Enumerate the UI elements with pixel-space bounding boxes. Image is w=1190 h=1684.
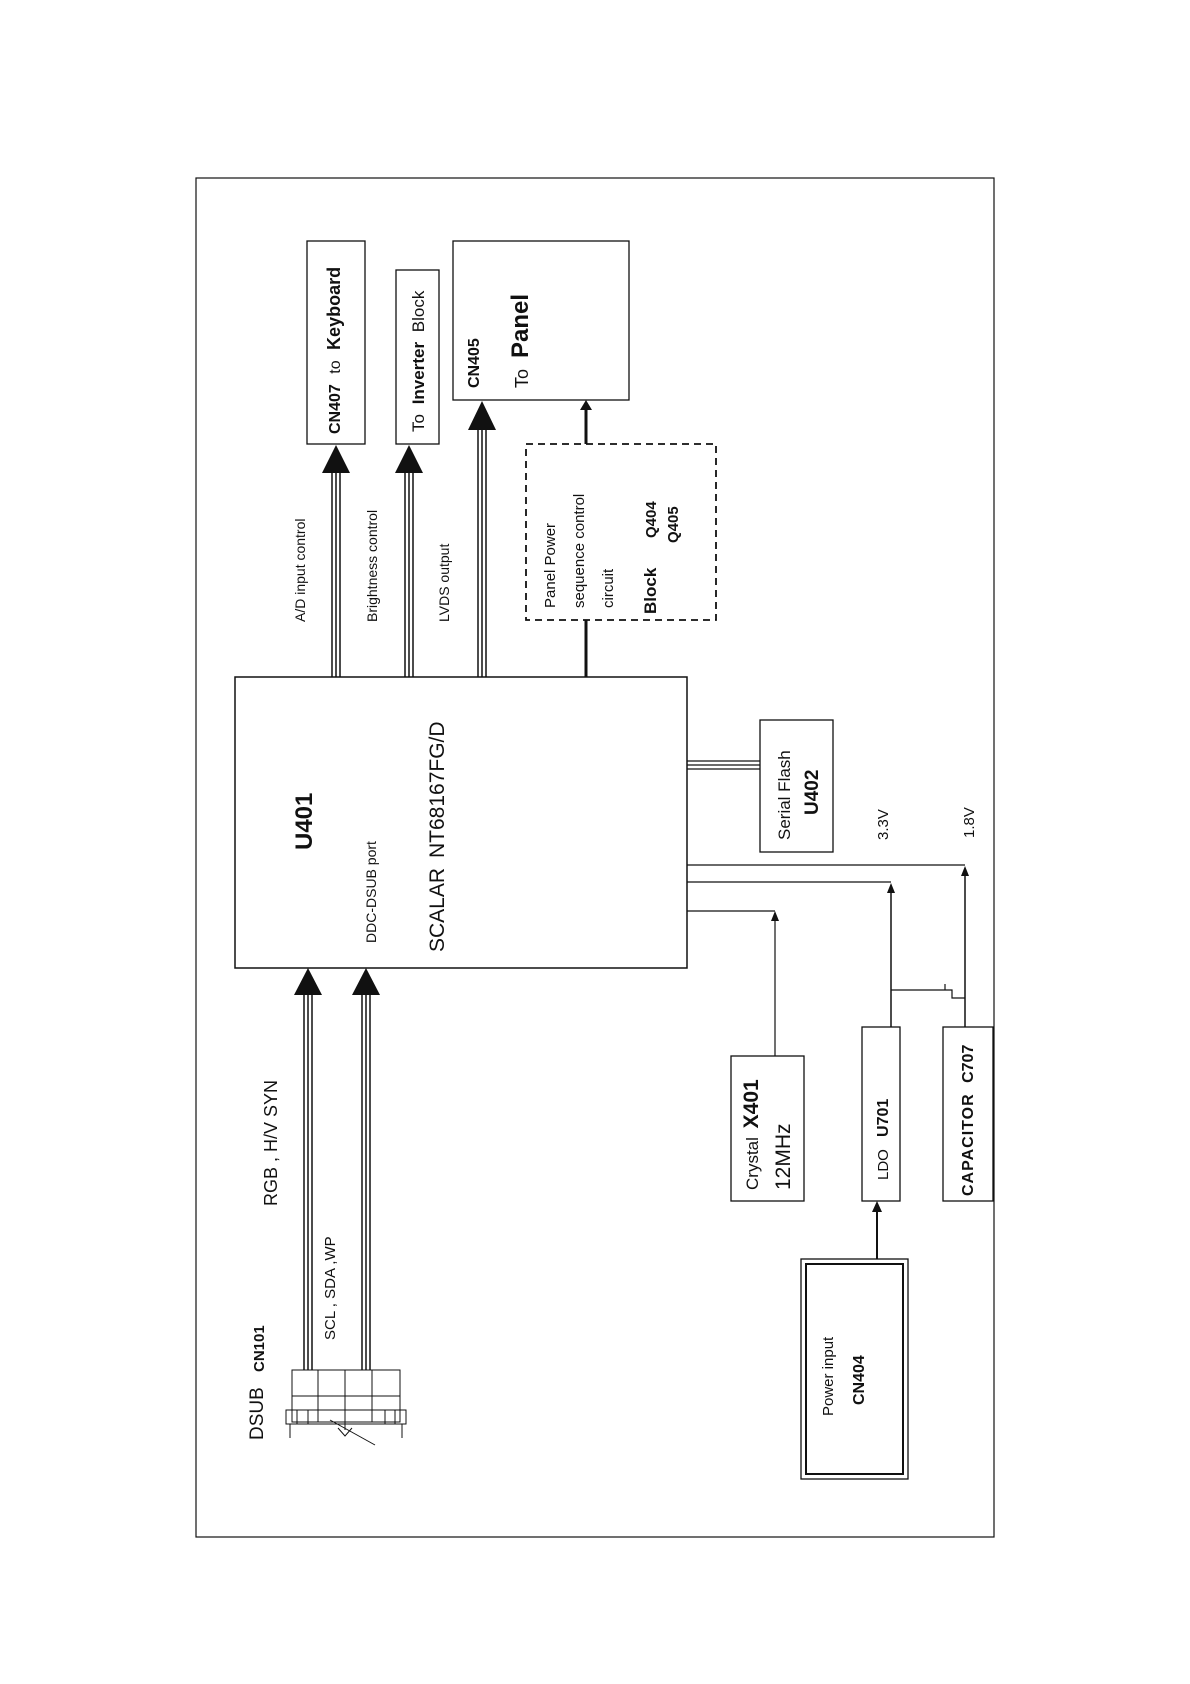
- power-seq-line2: sequence control: [571, 494, 588, 608]
- u401-ref: U401: [291, 793, 318, 850]
- crystal-ref: X401: [740, 1079, 763, 1128]
- dsub-ref: CN101: [251, 1325, 268, 1372]
- panel-to: To: [512, 369, 532, 388]
- panel-signal: LVDS output: [436, 544, 452, 622]
- link-inverter: [404, 470, 414, 677]
- ldo-box: LDO U701: [861, 1026, 901, 1202]
- crystal-freq: 12MHz: [772, 1123, 795, 1190]
- link-flash: [687, 760, 760, 770]
- inverter-signal: Brightness control: [364, 510, 380, 622]
- capacitor-label: CAPACITOR C707: [960, 1045, 977, 1196]
- panel-name: Panel: [507, 294, 534, 358]
- power-seq-block: Block: [641, 567, 660, 614]
- dsub-signal-ddc: SCL , SDA ,WP: [322, 1236, 339, 1340]
- power-input-ref: CN404: [851, 1355, 868, 1405]
- arrow-3v3: [887, 883, 895, 893]
- link-ldo-cap: [891, 984, 965, 999]
- arrow-keyboard: [322, 445, 350, 473]
- ldo-ref: U701: [875, 1099, 892, 1137]
- arrow-crystal: [771, 911, 779, 921]
- link-ddc: [361, 993, 371, 1370]
- power-seq-box: Panel Power sequence control circuit Blo…: [525, 443, 717, 621]
- capacitor-name: CAPACITOR: [960, 1093, 977, 1196]
- inverter-name: Inverter: [409, 342, 428, 405]
- ldo-name: LDO: [875, 1149, 892, 1180]
- flash-box: Serial Flash U402: [759, 719, 834, 853]
- crystal-name: Crystal: [743, 1137, 762, 1190]
- arrow-rgb: [294, 968, 322, 995]
- link-keyboard: [331, 470, 341, 677]
- dsub-connector: [285, 1369, 407, 1446]
- power-seq-line1: Panel Power: [542, 523, 559, 608]
- inverter-to: To: [409, 414, 428, 432]
- power-input-name: Power input: [820, 1336, 837, 1416]
- keyboard-label: CN407 to Keyboard: [324, 267, 344, 434]
- link-panel: [477, 428, 487, 677]
- power-seq-line3: circuit: [600, 568, 617, 608]
- rail-1v8: 1.8V: [961, 807, 978, 838]
- crystal-label: Crystal X401: [740, 1079, 763, 1190]
- keyboard-signal: A/D input control: [292, 519, 308, 623]
- panel-box: CN405 To Panel: [452, 240, 630, 401]
- panel-ref: CN405: [466, 338, 483, 388]
- arrow-1v8: [961, 866, 969, 876]
- dsub-signal-rgb: RGB , H/V SYN: [261, 1080, 281, 1206]
- u401-block: U401 DDC-DSUB port SCALAR NT68167FG/D: [234, 676, 688, 969]
- ldo-label: LDO U701: [875, 1099, 892, 1180]
- rail-3v3: 3.3V: [875, 809, 892, 840]
- keyboard-to: to: [327, 360, 344, 373]
- arrow-inverter: [395, 445, 423, 473]
- capacitor-box: CAPACITOR C707: [942, 1026, 994, 1202]
- keyboard-box: CN407 to Keyboard: [306, 240, 366, 445]
- link-rgb: [303, 993, 313, 1370]
- flash-name: Serial Flash: [775, 750, 794, 840]
- outer-frame: [195, 177, 995, 1538]
- dsub-name: DSUB: [247, 1387, 268, 1440]
- crystal-box: Crystal X401 12MHz: [730, 1055, 805, 1202]
- inverter-box: To Inverter Block: [395, 269, 440, 445]
- power-seq-q2: Q405: [665, 506, 682, 543]
- keyboard-name: Keyboard: [324, 267, 344, 350]
- inverter-suffix: Block: [409, 290, 428, 332]
- flash-ref: U402: [802, 770, 823, 815]
- arrow-powerseq: [580, 400, 592, 410]
- arrow-power-ldo: [872, 1201, 882, 1212]
- u401-scalar: SCALAR: [426, 868, 449, 952]
- u401-part: NT68167FG/D: [426, 721, 449, 858]
- capacitor-ref: C707: [960, 1045, 977, 1083]
- arrow-ddc: [352, 968, 380, 995]
- power-input-box: Power input CN404: [800, 1258, 909, 1480]
- power-seq-q1: Q404: [643, 501, 660, 538]
- inverter-label: To Inverter Block: [409, 290, 428, 432]
- arrow-panel: [468, 401, 496, 430]
- u401-port: DDC-DSUB port: [363, 841, 379, 943]
- panel-label: To Panel: [507, 294, 534, 388]
- keyboard-ref: CN407: [327, 384, 344, 434]
